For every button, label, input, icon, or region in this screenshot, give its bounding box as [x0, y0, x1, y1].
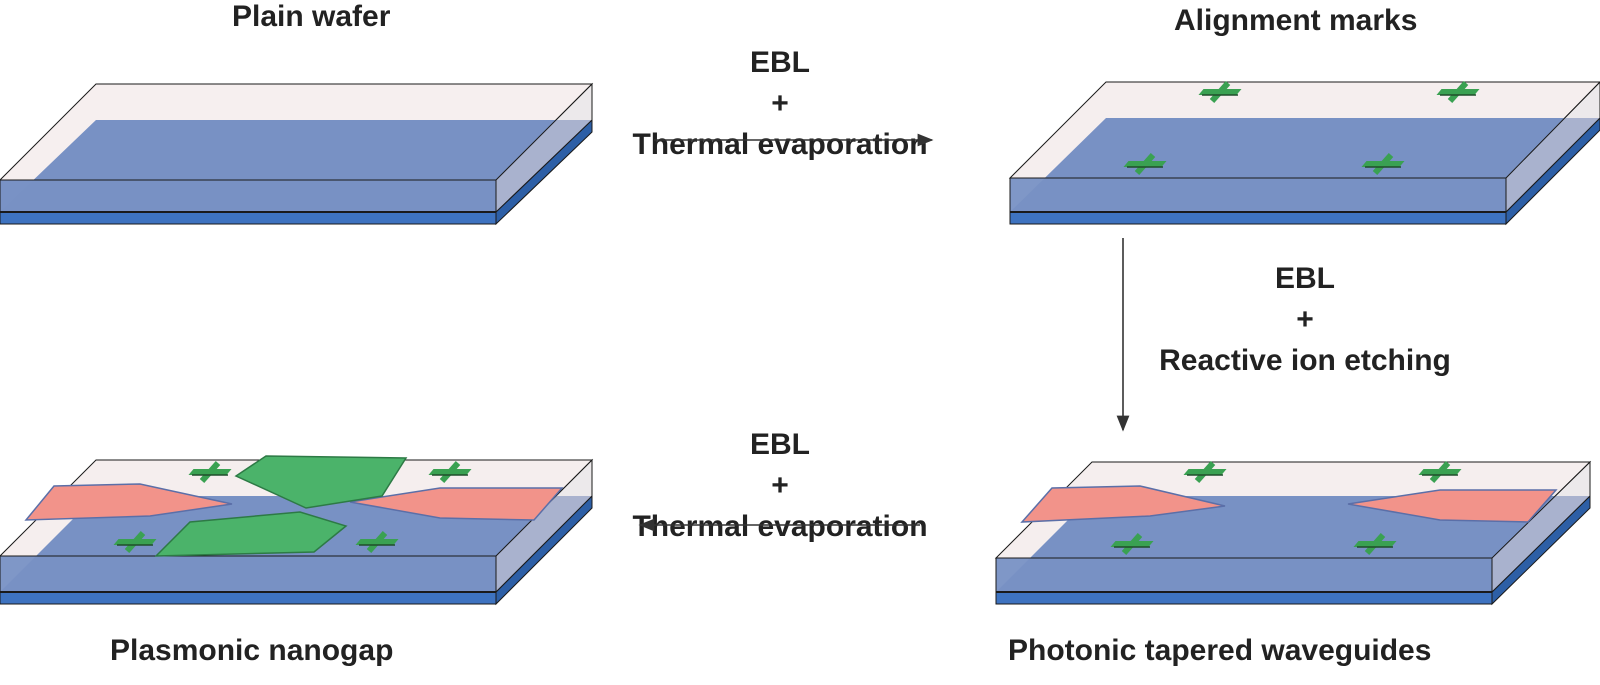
waveguide-right-2 — [349, 487, 564, 521]
step1-label: EBL + Thermal evaporation — [600, 42, 960, 165]
step1-line3: Thermal evaporation — [632, 128, 928, 161]
step2-line1: EBL — [1275, 262, 1335, 295]
stage-title-plasmonic-nanogap: Plasmonic nanogap — [110, 634, 394, 667]
nanogap-top — [234, 455, 408, 509]
step3-label: EBL + Thermal evaporation — [600, 424, 960, 547]
waveguide-left-2 — [24, 483, 233, 521]
step2-line2: + — [1296, 303, 1314, 336]
step1-line2: + — [771, 87, 789, 120]
stage-title-alignment-marks: Alignment marks — [1174, 4, 1418, 37]
step2-line3: Reactive ion etching — [1159, 344, 1451, 377]
wafer-alignment-marks — [1008, 82, 1600, 226]
step2-label: EBL + Reactive ion etching — [1125, 258, 1485, 381]
waveguide-right — [1347, 489, 1558, 523]
wafer-plain — [0, 82, 594, 226]
stage-title-photonic-tapered-waveguides: Photonic tapered waveguides — [1008, 634, 1432, 667]
step1-line1: EBL — [750, 46, 810, 79]
step3-line3: Thermal evaporation — [632, 510, 928, 543]
wafer-plasmonic-nanogap — [0, 455, 594, 606]
step3-line2: + — [771, 469, 789, 502]
nanogap-bottom — [154, 511, 348, 557]
step3-line1: EBL — [750, 428, 810, 461]
waveguide-left — [1020, 485, 1226, 523]
wafer-photonic-waveguides — [994, 462, 1592, 606]
stage-title-plain-wafer: Plain wafer — [232, 0, 391, 33]
